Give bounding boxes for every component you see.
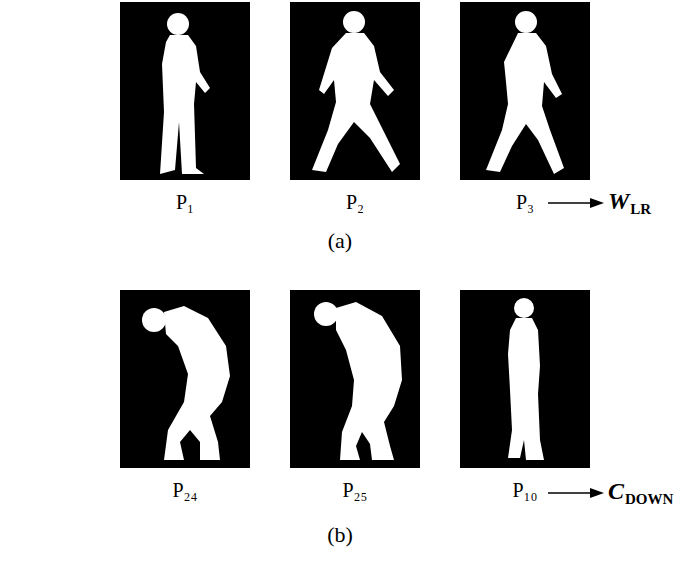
arrow-head — [590, 488, 604, 498]
silhouette-body — [336, 302, 402, 460]
class-subscript: DOWN — [625, 490, 673, 508]
silhouette-body — [486, 33, 564, 174]
class-subscript: LR — [630, 200, 651, 218]
silhouette-head — [314, 302, 338, 326]
silhouette-frame: P₂₄ — [120, 290, 250, 468]
class-symbol: W — [608, 187, 629, 216]
frame-background — [120, 290, 250, 468]
silhouette-head — [515, 11, 537, 33]
silhouette-frame — [460, 290, 590, 468]
pose-label: P₁ — [100, 190, 270, 214]
frame-background — [120, 2, 250, 180]
pose-label: P₂₄ — [100, 478, 270, 502]
arrow-line — [548, 202, 592, 204]
silhouette-head — [514, 298, 534, 318]
silhouette-frame — [120, 290, 250, 468]
panel-label: (b) — [327, 522, 353, 548]
silhouette-head — [142, 308, 166, 332]
silhouette-frame: P₁₀ — [460, 290, 590, 468]
pose-label: P₂ — [270, 190, 440, 214]
silhouette-frame: P₂₅ — [290, 290, 420, 468]
frame-background — [290, 290, 420, 468]
silhouette-frame — [290, 2, 420, 180]
panel-label: (a) — [328, 228, 352, 254]
silhouette-frame: P₂ — [290, 2, 420, 180]
silhouette-body — [312, 33, 400, 172]
silhouette-body — [164, 306, 230, 460]
pose-label: P₂₅ — [270, 478, 440, 502]
arrow-line — [548, 492, 592, 494]
silhouette-head — [167, 13, 189, 35]
silhouette-frame: P₁ — [120, 2, 250, 180]
frame-background — [460, 290, 590, 468]
silhouette-frame — [120, 2, 250, 180]
silhouette-body — [160, 35, 210, 174]
silhouette-frame: P₃ — [460, 2, 590, 180]
frame-background — [290, 2, 420, 180]
silhouette-body — [508, 318, 544, 460]
silhouette-frame — [290, 290, 420, 468]
frame-background — [460, 2, 590, 180]
silhouette-frame — [460, 2, 590, 180]
pose-label: P₃ — [440, 190, 610, 214]
class-symbol: C — [608, 477, 624, 506]
pose-label: P₁₀ — [440, 478, 610, 502]
arrow-head — [590, 198, 604, 208]
silhouette-head — [343, 11, 365, 33]
